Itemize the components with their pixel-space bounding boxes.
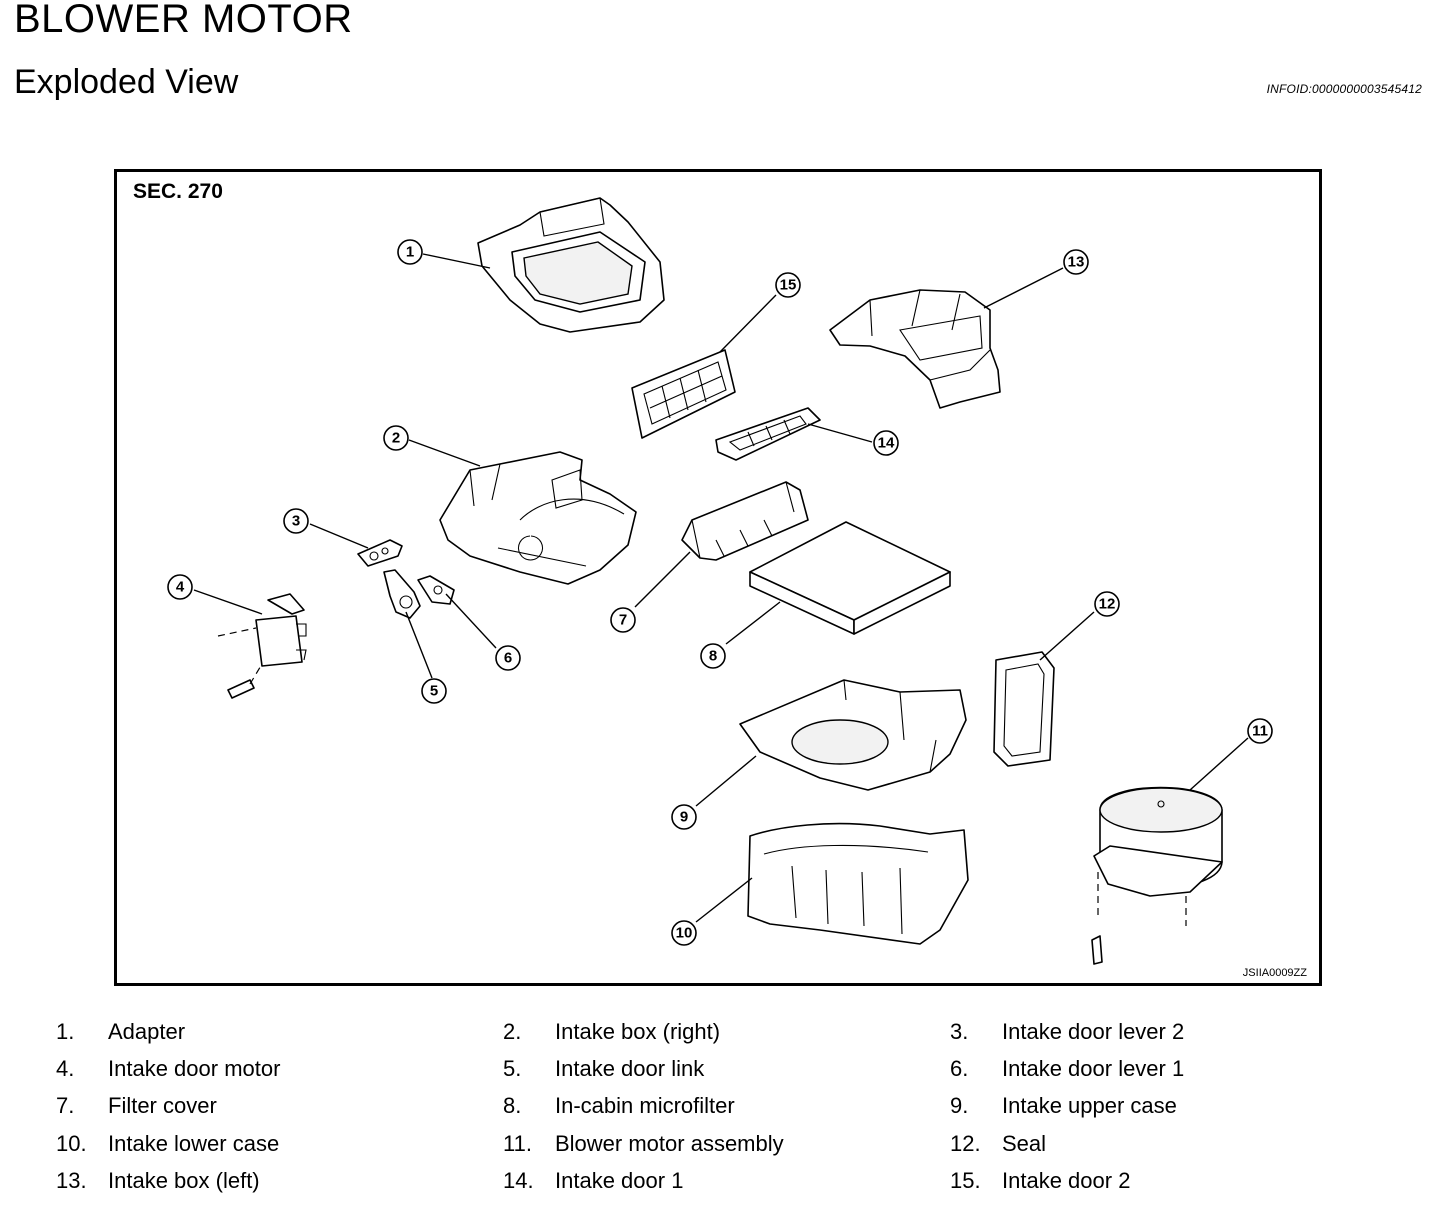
part-intake-door-lever-1 (417, 575, 455, 605)
svg-text:1: 1 (406, 244, 414, 261)
svg-text:8: 8 (709, 648, 717, 665)
part-blower-motor-assembly (1091, 786, 1223, 965)
page-title: BLOWER MOTOR (14, 0, 353, 41)
svg-text:9: 9 (680, 809, 688, 826)
part-adapter (477, 197, 665, 333)
part-intake-door-lever-2 (357, 539, 403, 567)
callout-11: 11 (1247, 718, 1273, 744)
callout-7: 7 (610, 607, 636, 633)
callout-1: 1 (397, 239, 423, 265)
part-intake-door-motor (217, 593, 307, 699)
part-intake-box-right (439, 451, 637, 585)
svg-text:15: 15 (780, 277, 797, 294)
svg-text:12: 12 (1099, 596, 1116, 613)
info-id: INFOID:0000000003545412 (1266, 82, 1422, 96)
svg-text:3: 3 (292, 513, 300, 530)
part-intake-door-2 (631, 349, 736, 439)
svg-text:5: 5 (430, 683, 438, 700)
leader-lines (193, 253, 1249, 923)
diagram-frame: SEC. 270 JSIIA0009ZZ (114, 169, 1322, 986)
part-intake-door-1 (715, 407, 821, 461)
callout-13: 13 (1063, 249, 1089, 275)
exploded-view-diagram: 1 2 3 4 5 6 7 8 9 10 11 12 13 14 15 (167, 197, 1273, 965)
callout-2: 2 (383, 425, 409, 451)
callout-12: 12 (1094, 591, 1120, 617)
svg-text:10: 10 (676, 925, 693, 942)
callout-14: 14 (873, 430, 899, 456)
part-seal (993, 651, 1055, 767)
callout-8: 8 (700, 643, 726, 669)
part-intake-box-left (829, 289, 1001, 409)
part-intake-lower-case (747, 822, 969, 945)
callout-15: 15 (775, 272, 801, 298)
svg-text:13: 13 (1068, 254, 1085, 271)
section-label: SEC. 270 (133, 180, 223, 203)
callout-6: 6 (495, 645, 521, 671)
callout-4: 4 (167, 574, 193, 600)
callout-5: 5 (421, 678, 447, 704)
svg-text:14: 14 (878, 435, 895, 452)
part-intake-upper-case (739, 679, 967, 791)
page-subtitle: Exploded View (14, 63, 239, 101)
callout-10: 10 (671, 920, 697, 946)
callout-9: 9 (671, 804, 697, 830)
svg-text:6: 6 (504, 650, 512, 667)
part-in-cabin-microfilter (749, 521, 951, 635)
part-intake-door-link (383, 569, 421, 619)
figure-id: JSIIA0009ZZ (1242, 967, 1307, 979)
part-filter-cover (681, 481, 809, 561)
svg-text:2: 2 (392, 430, 400, 447)
callout-3: 3 (283, 508, 309, 534)
svg-text:7: 7 (619, 612, 627, 629)
svg-text:11: 11 (1252, 723, 1268, 740)
svg-text:4: 4 (176, 579, 185, 596)
